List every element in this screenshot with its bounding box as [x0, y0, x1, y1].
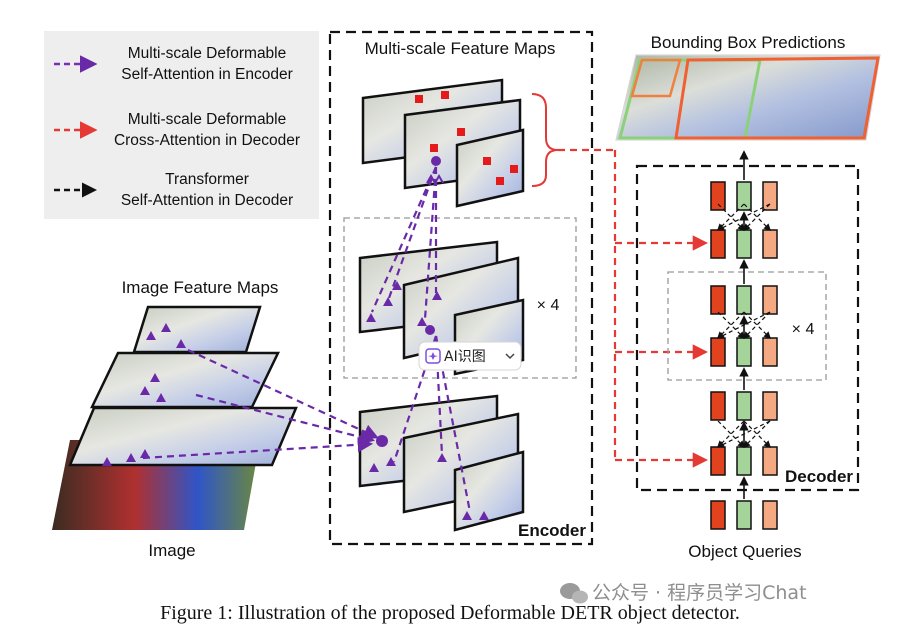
object-queries-label: Object Queries [688, 542, 801, 561]
decoder-token-block [762, 285, 778, 315]
decoder-self-attention-arrow [717, 203, 746, 232]
wechat-icon [560, 583, 588, 604]
legend-label-line2: Self-Attention in Decoder [121, 192, 293, 209]
decoder-token-block [736, 285, 752, 315]
image-label: Image [148, 541, 195, 560]
decoder-self-attention-arrow [716, 203, 771, 231]
decoder-self-attention-arrow [743, 311, 772, 340]
decoder-label: Decoder [785, 467, 853, 486]
decoder-token-block [710, 181, 726, 211]
decoder-self-attention-arrow [742, 203, 771, 232]
encoder-label: Encoder [518, 521, 586, 540]
ai-button-label: AI识图 [444, 349, 486, 365]
encoder-output-maps [361, 78, 525, 208]
decoder-token-block [762, 500, 778, 530]
decoder-cross-attention-arrows [558, 148, 709, 468]
decoder-token-block [710, 391, 726, 421]
multiscale-feature-maps-title: Multi-scale Feature Maps [365, 39, 556, 58]
decoder-token-block [736, 446, 752, 476]
encoder-repeat-box [343, 217, 577, 379]
decoder-self-attention-arrow [716, 311, 771, 339]
decoder-token-block [736, 391, 752, 421]
encoder-self-attention-arrows [142, 166, 472, 513]
decoder-token-block [710, 229, 726, 259]
ai-sparkle-icon [425, 348, 441, 364]
feature-map-medium [90, 351, 280, 409]
feature-map-large [68, 406, 298, 467]
legend-label-line2: Cross-Attention in Decoder [114, 132, 300, 149]
legend-label-line1: Multi-scale Deformable [128, 111, 287, 128]
decoder-token-block [710, 446, 726, 476]
encoder-box [328, 30, 594, 546]
chevron-down-icon [505, 353, 515, 360]
bbox-prediction-image [615, 54, 881, 141]
decoder-token-block [710, 337, 726, 367]
decoder-self-attention-arrow [716, 420, 771, 448]
decoder-token-block [736, 181, 752, 211]
decoder-self-attention-arrow [716, 311, 745, 340]
legend-label-line2: Self-Attention in Encoder [121, 66, 292, 83]
decoder-box [635, 164, 860, 492]
bbox-small [630, 58, 682, 98]
feature-map-small [132, 305, 262, 354]
decoder-self-attention-arrow [717, 311, 746, 340]
watermark: 公众号 · 程序员学习Chat [560, 582, 807, 604]
decoder-repeat-label: × 4 [792, 321, 815, 338]
encoder-input-maps [358, 394, 525, 532]
decoder-token-block [762, 391, 778, 421]
decoder-self-attention-arrow [742, 311, 771, 340]
legend: Multi-scale Deformable Self-Attention in… [44, 31, 319, 219]
decoder-token-block [736, 229, 752, 259]
attention-aggregation-mark [426, 173, 444, 186]
legend-label-line1: Transformer [165, 171, 249, 188]
legend-item-encoder-self-attention: Multi-scale Deformable Self-Attention in… [54, 45, 293, 83]
decoder-token-block [710, 285, 726, 315]
decoder-token-block [762, 229, 778, 259]
decoder-self-attention-arrow [743, 420, 772, 449]
decoder-repeat-box [667, 271, 827, 381]
encoder-output-brace [531, 93, 559, 187]
decoder-self-attention-arrow [743, 203, 772, 232]
sampling-points [102, 323, 186, 466]
bbox-orange [674, 56, 880, 140]
ai-recognize-button[interactable]: AI识图 [418, 341, 522, 371]
decoder-token-block [736, 500, 752, 530]
image-feature-maps-title: Image Feature Maps [122, 278, 279, 297]
legend-label-line1: Multi-scale Deformable [128, 45, 287, 62]
legend-item-decoder-self-attention: Transformer Self-Attention in Decoder [54, 171, 293, 209]
figure-caption: Figure 1: Illustration of the proposed D… [160, 602, 740, 624]
watermark-text: 公众号 · 程序员学习Chat [592, 582, 807, 604]
legend-item-decoder-cross-attention: Multi-scale Deformable Cross-Attention i… [54, 111, 300, 149]
decoder-token-block [736, 337, 752, 367]
decoder-self-attention-arrow [742, 420, 771, 449]
decoder-token-block [710, 500, 726, 530]
decoder-token-block [762, 446, 778, 476]
encoder-repeat-label: × 4 [537, 297, 560, 314]
decoder-token-block [762, 181, 778, 211]
decoder-self-attention-arrow [717, 420, 746, 449]
image-feature-maps [52, 305, 298, 530]
decoder-blocks [710, 150, 778, 530]
decoder-self-attention-arrow [716, 203, 745, 232]
decoder-self-attention-arrow [716, 420, 745, 449]
bbox-predictions-title: Bounding Box Predictions [651, 33, 846, 52]
decoder-token-block [762, 337, 778, 367]
